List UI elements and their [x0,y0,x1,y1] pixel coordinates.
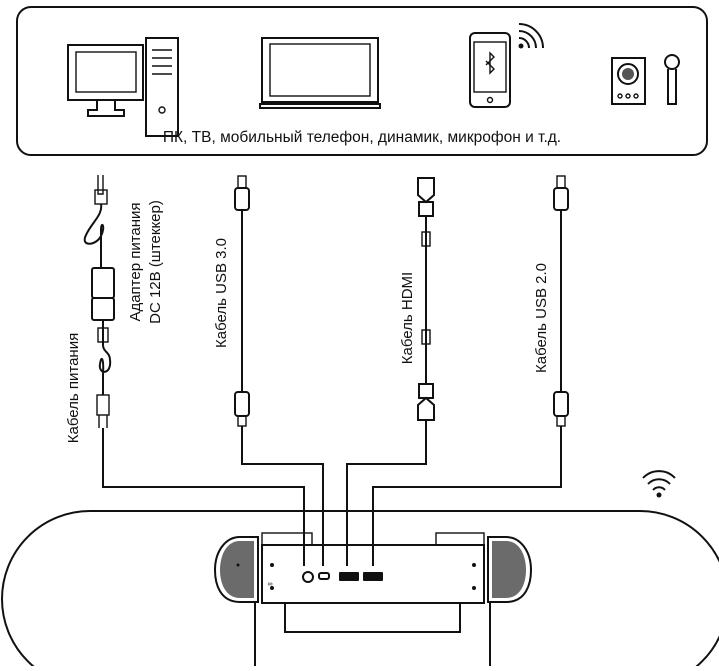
wifi-signal-icon [518,23,544,49]
pc-icon [67,37,179,137]
bluetooth-icon [485,51,495,75]
devices-panel: ПК, ТВ, мобильный телефон, динамик, микр… [16,6,708,156]
smartphone-icon [469,23,544,108]
device-body: ∞ [1,510,719,671]
hdmi-port [339,572,359,581]
tv-icon [259,37,381,109]
adapter-label-line1: Адаптер питания [127,202,144,321]
hdmi-cable [346,177,435,566]
usb2-cable [372,175,569,566]
usb-c-port [318,572,330,580]
speaker-icon [611,57,646,105]
adapter-label-line2: DC 12В (штеккер) [147,200,164,324]
usb2-cable-label: Кабель USB 2.0 [533,263,550,373]
usb3-cable [234,175,324,566]
usb-a-port [363,572,383,581]
port-panel [261,544,485,604]
dc-port [302,571,314,583]
power-cable [83,175,305,566]
devices-caption: ПК, ТВ, мобильный телефон, динамик, микр… [163,129,561,146]
wifi-icon [642,470,676,498]
microphone-icon [664,54,680,105]
svg-text:∞: ∞ [268,581,273,588]
usb3-cable-label: Кабель USB 3.0 [213,238,230,348]
power-cable-label: Кабель питания [65,333,82,443]
hdmi-cable-label: Кабель HDMI [399,272,416,364]
